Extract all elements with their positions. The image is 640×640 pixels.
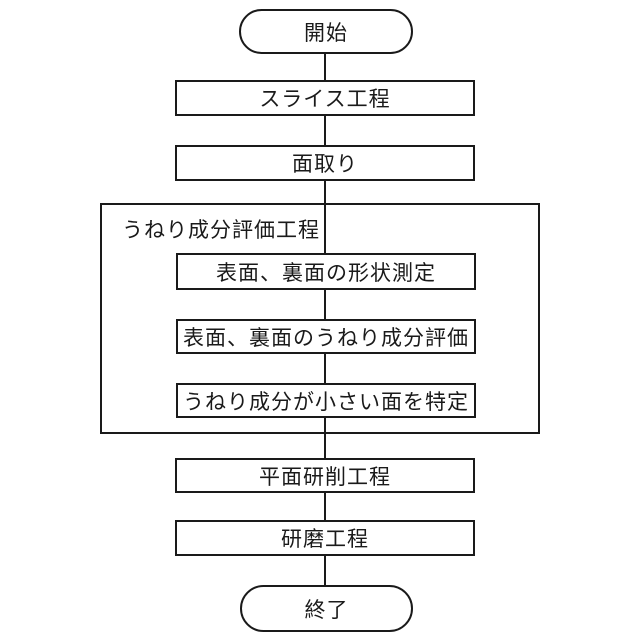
process-chamfer-label: 面取り: [292, 153, 358, 176]
process-slice: スライス工程: [175, 80, 475, 116]
process-identify-smaller-waviness-surface: うねり成分が小さい面を特定: [176, 383, 476, 418]
process-surface-grinding-label: 平面研削工程: [259, 465, 391, 489]
process-surface-grinding: 平面研削工程: [175, 458, 475, 493]
process-waviness-evaluation-label: 表面、裏面のうねり成分評価: [183, 326, 469, 350]
start-terminal: 開始: [239, 9, 413, 54]
start-label: 開始: [304, 21, 348, 45]
group-waviness-evaluation: うねり成分評価工程: [100, 203, 540, 434]
process-polishing-label: 研磨工程: [281, 528, 369, 551]
process-polishing: 研磨工程: [175, 520, 475, 556]
group-waviness-evaluation-label: うねり成分評価工程: [122, 219, 320, 242]
process-identify-smaller-waviness-surface-label: うねり成分が小さい面を特定: [183, 390, 469, 414]
process-shape-measurement-label: 表面、裏面の形状測定: [216, 261, 436, 285]
end-terminal: 終了: [240, 585, 413, 632]
process-slice-label: スライス工程: [259, 88, 391, 111]
connector-line: [324, 30, 326, 590]
process-shape-measurement: 表面、裏面の形状測定: [176, 253, 476, 290]
end-label: 終了: [304, 598, 349, 622]
process-waviness-evaluation: 表面、裏面のうねり成分評価: [176, 319, 476, 354]
process-chamfer: 面取り: [175, 145, 475, 181]
